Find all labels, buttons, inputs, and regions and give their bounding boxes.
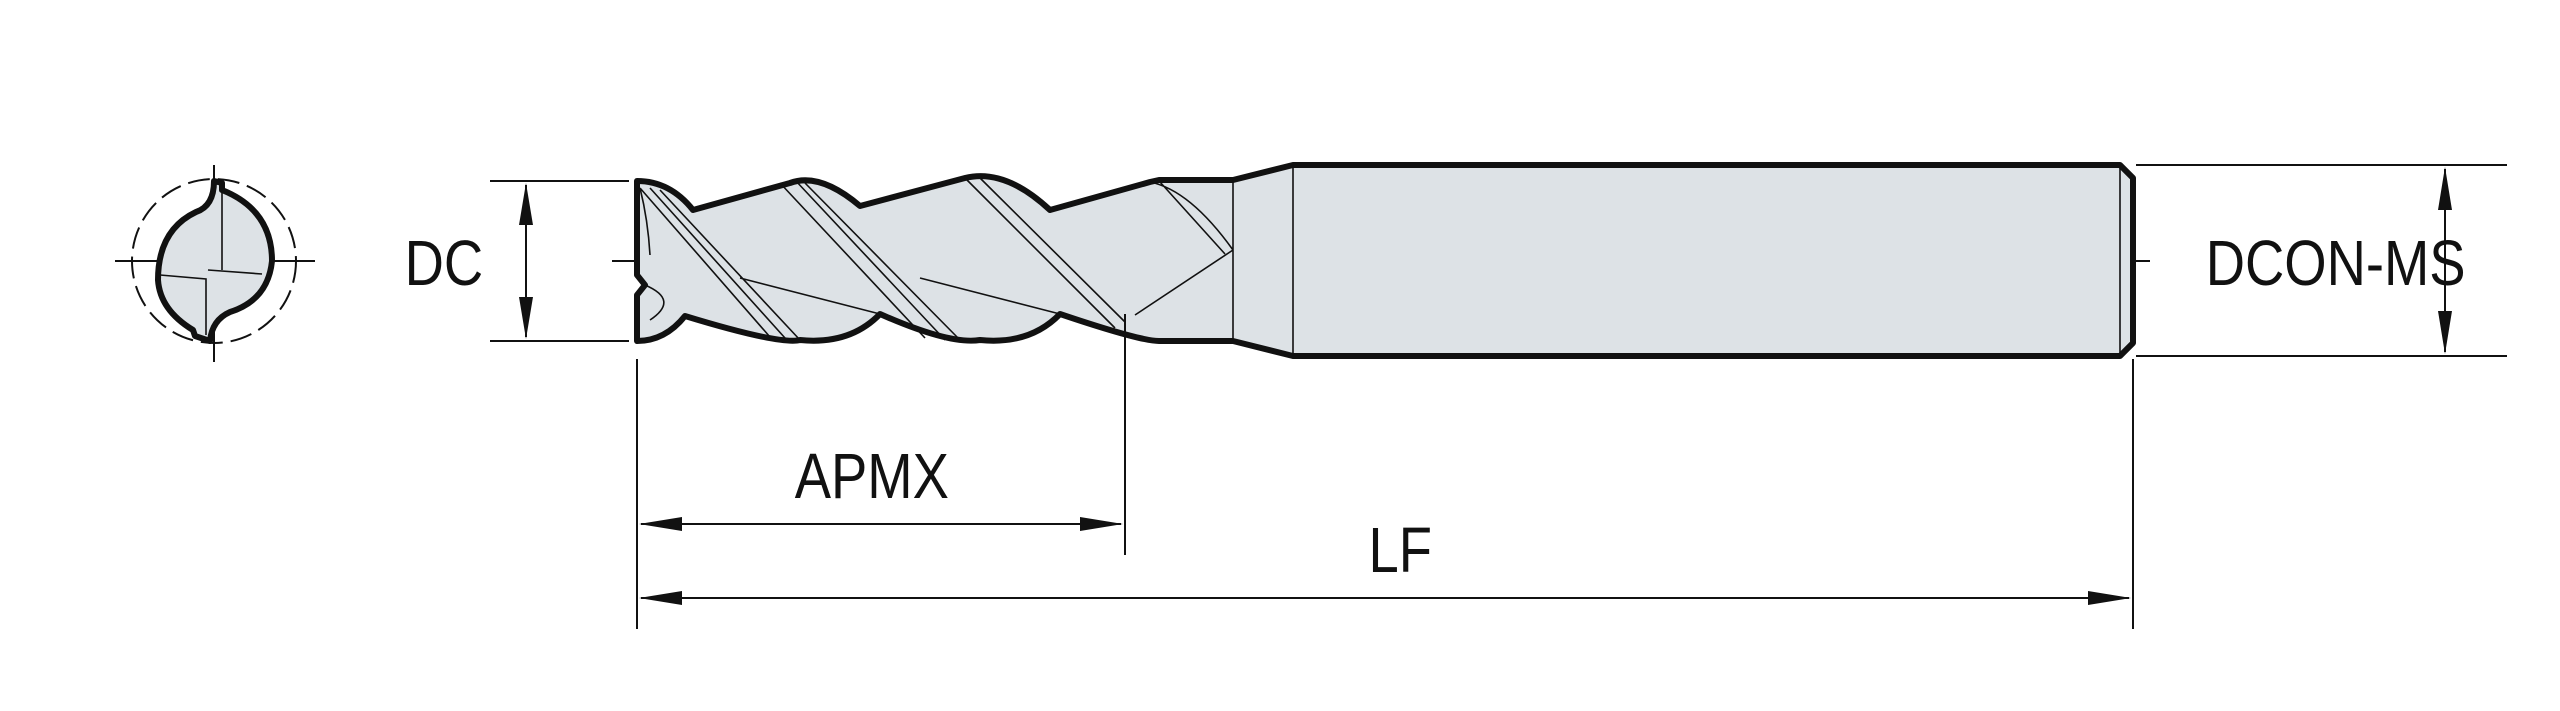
apmx-dimension: APMX — [636, 314, 1126, 629]
arrow-left-icon — [639, 517, 682, 531]
dcon-ms-dimension: DCON-MS — [2136, 164, 2507, 357]
end-view-edges — [159, 190, 263, 335]
arrow-up-icon — [519, 183, 533, 225]
end-view-circle — [131, 178, 297, 344]
dcon-ms-label: DCON-MS — [2206, 227, 2466, 299]
lf-label: LF — [1369, 514, 1432, 586]
dc-label: DC — [405, 227, 484, 299]
end-view-profile — [155, 178, 275, 344]
arrow-left-icon — [639, 591, 682, 605]
arrow-up-icon — [2438, 167, 2452, 210]
dc-dimension: DC — [405, 180, 629, 342]
lf-dimension: LF — [639, 359, 2134, 629]
tool-outline — [634, 162, 2136, 359]
apmx-label: APMX — [795, 440, 949, 512]
arrow-down-icon — [2438, 311, 2452, 354]
arrow-right-icon — [2088, 591, 2131, 605]
end-view — [115, 165, 315, 362]
flute-edges — [639, 165, 2121, 356]
tool-side-view — [634, 162, 2136, 359]
arrow-down-icon — [519, 297, 533, 339]
arrow-right-icon — [1080, 517, 1123, 531]
